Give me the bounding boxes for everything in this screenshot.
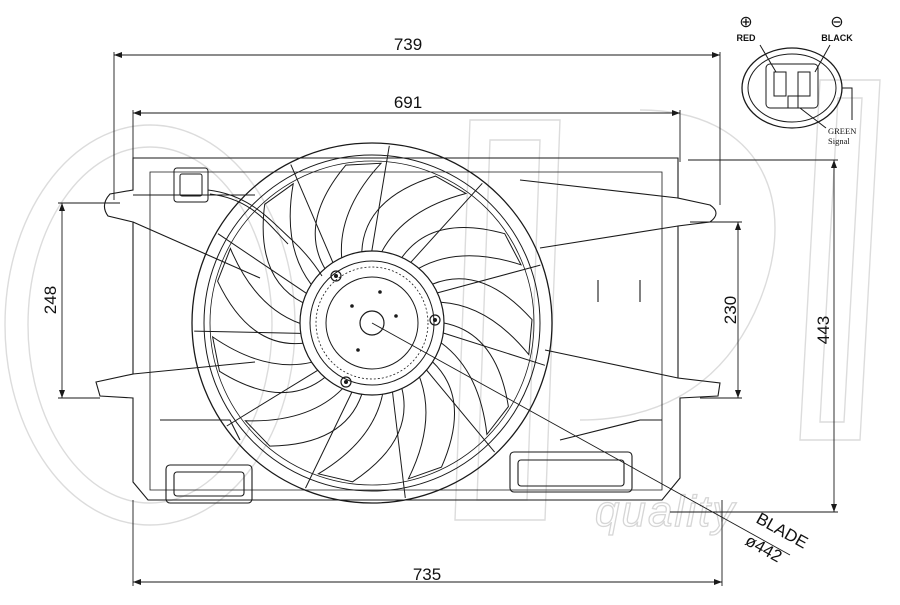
fan-blade <box>432 278 533 356</box>
signal-wire-label: Signal <box>828 136 850 146</box>
fan-blade <box>217 247 303 345</box>
positive-symbol: ⊕ <box>739 14 752 31</box>
fan-blade <box>317 388 405 483</box>
fan-spoke <box>437 264 541 294</box>
fan-blade <box>401 227 523 269</box>
fan-blade <box>407 361 455 480</box>
dim-left-height: 248 <box>41 286 60 314</box>
dimension-lines <box>58 52 838 586</box>
fan-spoke <box>426 369 495 453</box>
fan-hub <box>299 250 445 396</box>
hub-bolts <box>334 274 437 384</box>
dim-base-width: 735 <box>413 565 441 584</box>
fan-blades <box>194 145 546 498</box>
fan-blade <box>262 182 312 304</box>
negative-label: BLACK <box>821 33 853 43</box>
dim-shroud-width: 691 <box>394 93 422 112</box>
fan-blade <box>211 335 326 394</box>
connector-detail: ⊕ ⊖ RED BLACK GREEN Signal <box>736 14 856 146</box>
fan-blade <box>361 175 468 252</box>
negative-symbol: ⊖ <box>830 14 843 31</box>
fan-shroud <box>95 157 721 504</box>
fan-spoke <box>392 391 406 498</box>
fan-spoke <box>371 145 390 252</box>
dim-overall-height: 443 <box>814 316 833 344</box>
fan-spoke <box>194 330 301 334</box>
signal-wire-color: GREEN <box>828 126 856 136</box>
fan-spoke <box>305 391 353 489</box>
fan-blade <box>314 162 383 269</box>
fan-spoke <box>443 332 546 366</box>
fan-spoke <box>217 233 307 294</box>
dim-overall-width: 739 <box>394 35 422 54</box>
motor-cable <box>173 167 323 277</box>
fan-ring <box>191 142 553 504</box>
fan-blade <box>244 388 363 447</box>
dimension-arrows <box>59 52 837 585</box>
positive-label: RED <box>736 33 756 43</box>
dim-right-inner-height: 230 <box>721 296 740 324</box>
fan-blade <box>440 322 509 436</box>
fan-spoke <box>226 369 318 427</box>
fan-spoke <box>410 182 483 263</box>
fan-spoke <box>290 164 334 263</box>
